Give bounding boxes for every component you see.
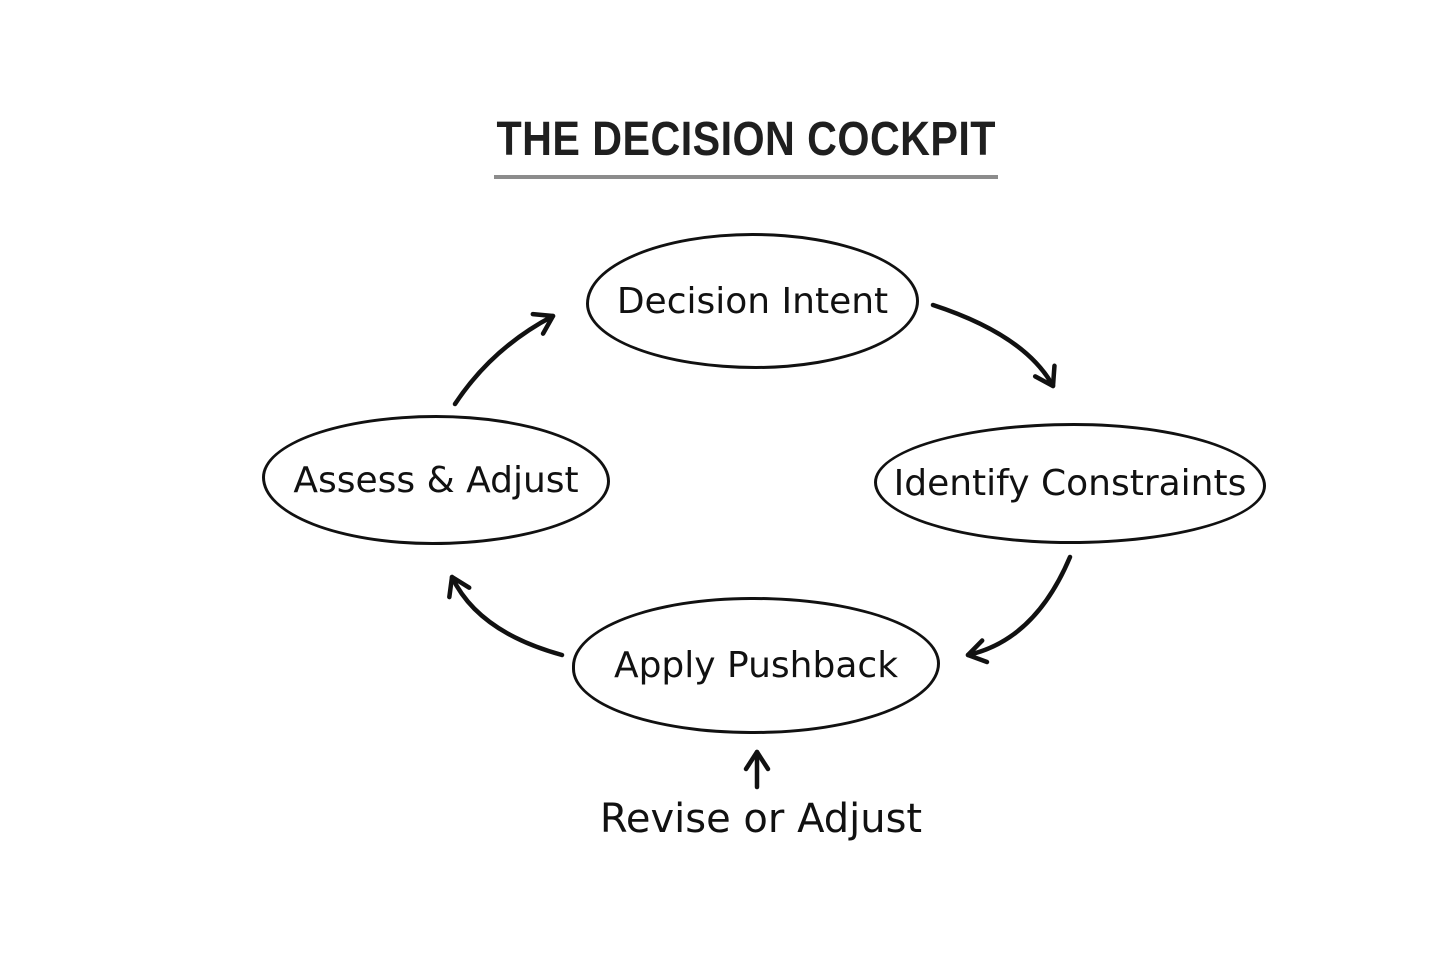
node-apply-pushback-label: Apply Pushback [613,645,899,686]
node-apply-pushback: Apply Pushback [572,597,940,734]
node-assess-adjust-label: Assess & Adjust [293,459,579,501]
revise-or-adjust-label: Revise or Adjust [599,796,923,842]
arrow-identify-to-apply [965,554,1073,665]
node-identify-constraints: Identify Constraints [874,423,1266,544]
arrow-assess-to-decision [452,311,556,407]
node-identify-constraints-label: Identify Constraints [893,463,1247,504]
title-underline [494,175,998,179]
arrow-decision-to-identify [930,302,1057,389]
node-decision-intent-label: Decision Intent [616,280,889,322]
page-title: THE DECISION COCKPIT [496,113,996,166]
node-decision-intent: Decision Intent [586,233,919,369]
arrow-apply-to-assess [447,574,565,658]
node-assess-adjust: Assess & Adjust [262,415,610,545]
